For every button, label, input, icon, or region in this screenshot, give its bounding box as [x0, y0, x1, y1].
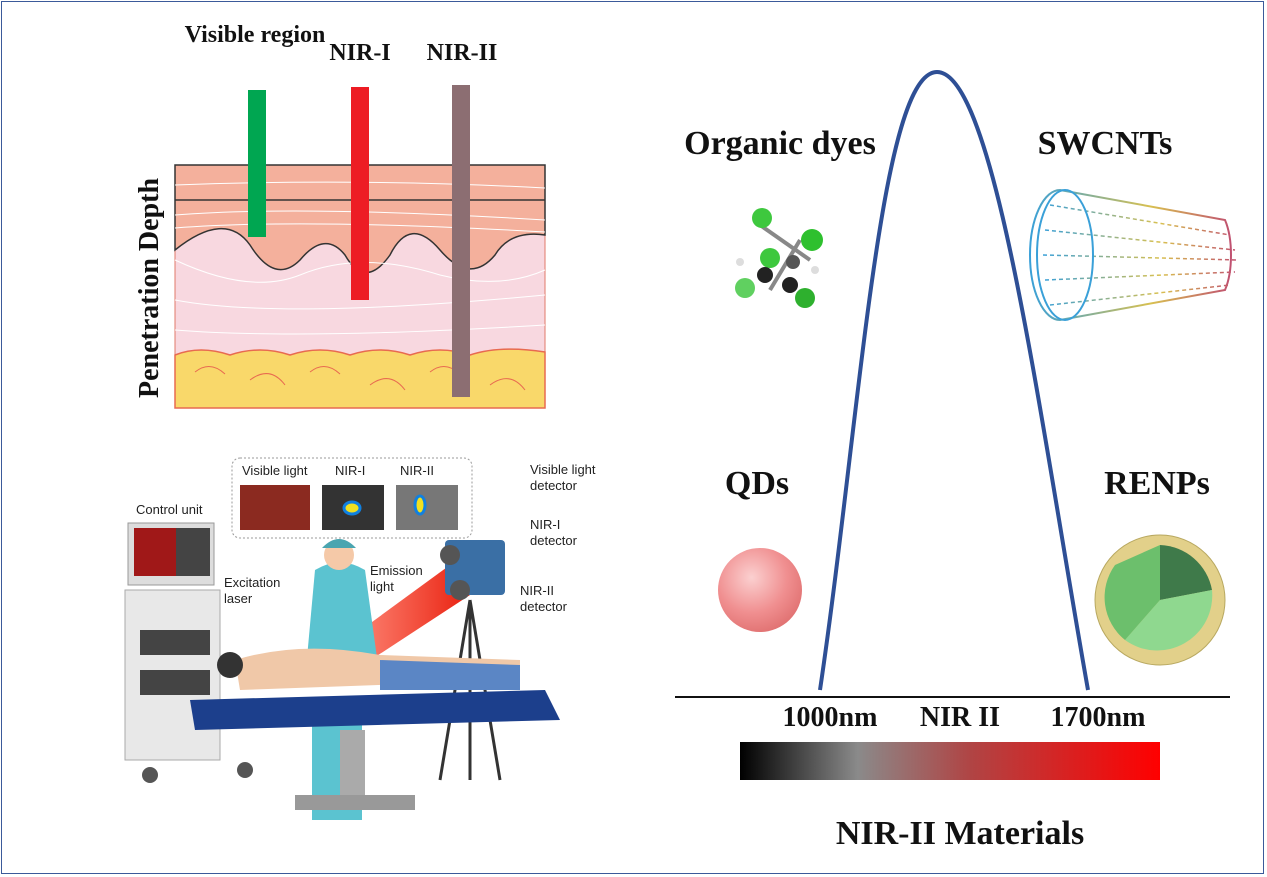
nir1-detector-label: NIR-I detector	[530, 517, 577, 548]
excitation-laser-label: Excitation laser	[224, 575, 281, 606]
nir2-detector-label: NIR-II detector	[520, 583, 567, 614]
nir1-label: NIR-I	[329, 40, 391, 66]
renp-core-shell	[1094, 534, 1226, 666]
renps-label: RENPs	[1104, 465, 1210, 502]
organic-dye-molecule	[735, 208, 823, 308]
spectrum-gradient-bar	[740, 742, 1160, 780]
nir1-penetration-bar	[351, 87, 369, 300]
nir2-window-curve	[818, 69, 1090, 691]
visible-detector-label: Visible light detector	[530, 462, 596, 493]
axis-end-label: 1700nm	[1050, 702, 1146, 733]
imaging-setup-illustration	[124, 457, 560, 820]
axis-window-label: NIR II	[919, 702, 1001, 733]
visible-region-label: Visible region	[184, 22, 326, 48]
swcnts-label: SWCNTs	[1037, 125, 1173, 162]
axis-start-label: 1000nm	[782, 702, 878, 733]
quantum-dot-sphere	[718, 548, 802, 632]
penetration-depth-axis-label: Penetration Depth	[134, 177, 165, 399]
control-unit-label: Control unit	[136, 502, 203, 517]
visible-penetration-bar	[248, 90, 266, 237]
qds-label: QDs	[724, 465, 790, 502]
inset-visible-label: Visible light	[242, 463, 308, 478]
emission-light-label: Emission light	[370, 563, 423, 594]
inset-nir1-label: NIR-I	[335, 463, 366, 478]
swcnt-nanotube	[1029, 188, 1239, 322]
materials-title: NIR-II Materials	[835, 815, 1085, 852]
organic-dyes-label: Organic dyes	[684, 125, 876, 162]
nir2-penetration-bar	[452, 85, 470, 397]
nir2-label: NIR-II	[426, 40, 498, 66]
inset-nir2-label: NIR-II	[400, 463, 434, 478]
